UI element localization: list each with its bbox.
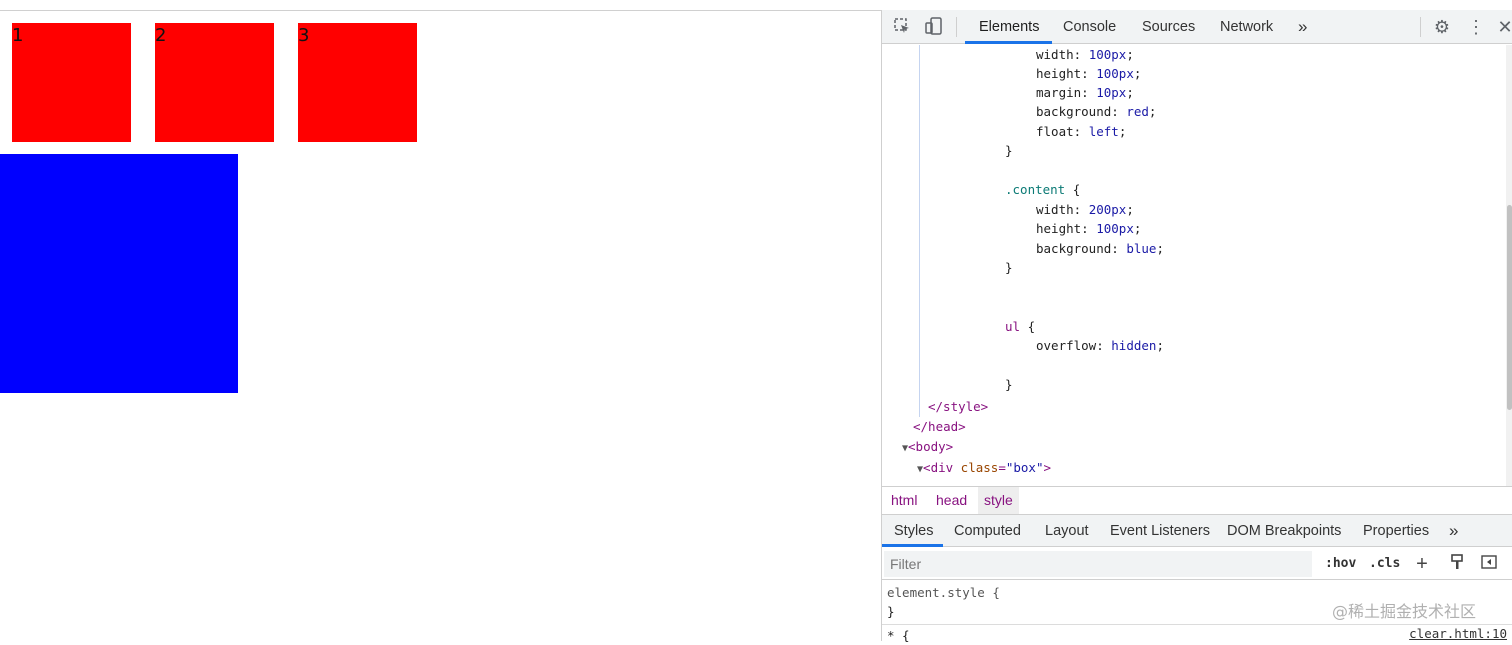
tab-dom-breakpoints[interactable]: DOM Breakpoints <box>1227 523 1342 539</box>
page-viewport: 1 2 3 <box>0 11 881 641</box>
code-line[interactable]: </style> <box>928 399 989 414</box>
float-box-3: 3 <box>298 23 417 142</box>
code-line: } <box>1005 377 1013 392</box>
code-scroll-thumb[interactable] <box>1507 205 1512 410</box>
toggle-sidebar-icon[interactable] <box>1479 554 1499 574</box>
device-toggle-icon[interactable] <box>924 17 944 37</box>
breadcrumb-html[interactable]: html <box>891 492 918 508</box>
elements-code-view: width: 100px; height: 100px; margin: 10p… <box>882 45 1512 486</box>
element-style-close: } <box>887 604 895 619</box>
float-box-2: 2 <box>155 23 274 142</box>
code-line: .content { <box>1005 182 1081 197</box>
kebab-menu-icon[interactable]: ⋮ <box>1467 17 1485 37</box>
styles-pane-tabs: Styles Computed Layout Event Listeners D… <box>882 515 1512 547</box>
active-pane-indicator <box>882 544 943 547</box>
breadcrumb-style[interactable]: style <box>978 487 1019 514</box>
active-tab-indicator <box>965 41 1052 44</box>
inspect-icon[interactable] <box>892 17 912 37</box>
code-line: margin: 10px; <box>1036 85 1134 100</box>
dom-node-body[interactable]: ▼<body> <box>902 439 954 454</box>
more-pane-tabs-button[interactable]: » <box>1449 521 1459 540</box>
source-file-link[interactable]: clear.html:10 <box>1409 626 1507 641</box>
devtools-toolbar: Elements Console Sources Network » ⚙ ⋮ ✕ <box>882 10 1512 44</box>
code-line: width: 200px; <box>1036 202 1134 217</box>
styles-rules: element.style { } @稀土掘金技术社区 * { clear.ht… <box>882 580 1512 643</box>
tab-network[interactable]: Network <box>1220 19 1274 35</box>
code-line: background: red; <box>1036 104 1157 119</box>
code-line: } <box>1005 260 1013 275</box>
box-label-1: 1 <box>12 25 24 46</box>
filter-row: :hov .cls + <box>882 548 1512 580</box>
code-line: background: blue; <box>1036 241 1164 256</box>
styles-filter-input[interactable] <box>884 551 1312 577</box>
indent-guide <box>919 45 920 417</box>
content-box <box>0 154 238 393</box>
tab-layout[interactable]: Layout <box>1045 523 1089 539</box>
tab-sources[interactable]: Sources <box>1142 19 1196 35</box>
element-style-selector[interactable]: element.style { <box>887 585 1000 600</box>
new-rule-icon[interactable]: + <box>1416 553 1428 575</box>
watermark: @稀土掘金技术社区 <box>1332 602 1477 621</box>
code-line: width: 100px; <box>1036 47 1134 62</box>
tab-styles[interactable]: Styles <box>894 523 934 539</box>
code-line[interactable]: </head> <box>913 419 966 434</box>
code-line: overflow: hidden; <box>1036 338 1164 353</box>
gear-icon[interactable]: ⚙ <box>1433 17 1451 37</box>
tab-event-listeners[interactable]: Event Listeners <box>1110 523 1210 539</box>
tab-properties[interactable]: Properties <box>1363 523 1430 539</box>
hov-toggle[interactable]: :hov <box>1325 556 1357 571</box>
more-tabs-button[interactable]: » <box>1298 17 1308 36</box>
code-line: } <box>1005 143 1013 158</box>
devtools-panel: Elements Console Sources Network » ⚙ ⋮ ✕… <box>881 10 1512 643</box>
code-line: float: left; <box>1036 124 1127 139</box>
rule-separator <box>882 624 1512 625</box>
tab-computed[interactable]: Computed <box>954 523 1021 539</box>
code-line: height: 100px; <box>1036 66 1142 81</box>
top-border <box>0 10 882 11</box>
box-label-3: 3 <box>298 25 310 46</box>
close-icon[interactable]: ✕ <box>1497 17 1512 37</box>
code-line: ul { <box>1005 319 1036 334</box>
dom-node-div-box[interactable]: ▼<div class="box"> <box>917 460 1052 475</box>
toolbar-separator <box>956 17 957 37</box>
cls-toggle[interactable]: .cls <box>1369 556 1401 571</box>
paint-brush-icon[interactable] <box>1447 554 1467 574</box>
breadcrumb-head[interactable]: head <box>936 492 968 508</box>
toolbar-separator-2 <box>1420 17 1421 37</box>
tab-console[interactable]: Console <box>1063 19 1117 35</box>
tab-elements[interactable]: Elements <box>979 19 1040 35</box>
code-line: height: 100px; <box>1036 221 1142 236</box>
breadcrumb: html head style <box>882 486 1512 515</box>
float-box-1: 1 <box>12 23 131 142</box>
star-rule-selector[interactable]: * { <box>887 628 910 643</box>
box-label-2: 2 <box>155 25 167 46</box>
